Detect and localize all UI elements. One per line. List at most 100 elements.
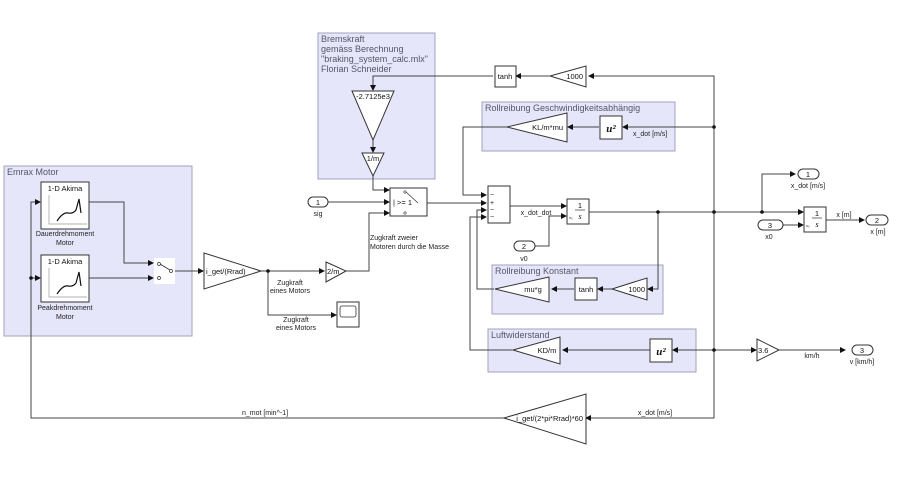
integrator-den: s xyxy=(578,212,581,221)
gain-value: i_get/(2*pi*Rrad)*60 xyxy=(516,414,583,423)
block-title: 1-D Akima xyxy=(48,257,83,266)
tanh-block-top[interactable]: tanh xyxy=(494,65,517,88)
gain-value: -2.7125e3 xyxy=(356,92,390,101)
square-block-2[interactable]: u² xyxy=(649,338,673,363)
area-title: Rollreibung Konstant xyxy=(495,266,579,276)
gain-value: i_get/(Rrad) xyxy=(206,267,246,276)
square-block-1[interactable]: u² xyxy=(599,115,623,140)
port-name: x0 xyxy=(765,234,773,241)
area-title-line4: Florian Schneider xyxy=(321,64,392,74)
area-title: Rollreibung Geschwindigkeitsabhängig xyxy=(485,103,640,113)
outport-x-dot[interactable]: 1 x_dot [m/s] xyxy=(791,168,825,190)
sum-block[interactable]: − + − − xyxy=(487,185,511,224)
block-label: u² xyxy=(606,123,616,135)
gain-value: 2/m xyxy=(327,267,340,276)
gain-1000-konstant[interactable]: 1000 xyxy=(610,277,648,301)
port-name: x_dot [m/s] xyxy=(791,183,825,190)
port-number: 2 xyxy=(875,216,879,225)
port-number: 3 xyxy=(860,346,864,355)
signal-label-zugkraft-zweier-a: Zugkraft zweier xyxy=(370,235,419,242)
gain-value: KD/m xyxy=(538,346,557,355)
integrator-num: 1 xyxy=(578,201,582,210)
block-label: tanh xyxy=(498,72,513,81)
sum-sign: − xyxy=(490,207,494,214)
area-title-line3: "braking_system_calc.mlx" xyxy=(321,54,428,64)
signal-label-xdot-bottom: x_dot [m/s] xyxy=(638,410,672,417)
curve-icon xyxy=(56,271,82,295)
port-number: 2 xyxy=(522,242,526,251)
outport-v-kmh[interactable]: 3 v [km/h] xyxy=(850,344,875,366)
integrator-ic: x₀ xyxy=(569,215,573,220)
block-label: tanh xyxy=(579,285,594,294)
curve-icon xyxy=(56,198,82,222)
gain-mu-g[interactable]: mu*g xyxy=(494,276,550,303)
junction-dots xyxy=(29,125,764,352)
area-title: Luftwiderstand xyxy=(491,330,550,340)
gain-value: 3.6 xyxy=(758,346,768,355)
manual-switch[interactable] xyxy=(154,258,175,284)
signal-label-xm: x [m] xyxy=(836,212,851,219)
gain-1-over-m[interactable]: 1/m xyxy=(361,152,385,178)
block-name-line1: Peakdrehmoment xyxy=(37,305,92,312)
integrator-2[interactable]: 1 s x₀ xyxy=(803,206,827,233)
gain-value: 1/m xyxy=(367,154,380,163)
port-name: x [m] xyxy=(870,229,885,236)
inport-x0[interactable]: 3 x0 xyxy=(757,219,784,241)
switch-block[interactable]: | >= 1 xyxy=(389,187,428,217)
gain-value: mu*g xyxy=(524,285,542,294)
switch-condition: | >= 1 xyxy=(393,198,412,207)
port-name: v0 xyxy=(520,256,528,263)
switch-lever-icon xyxy=(159,263,171,271)
gain-kl-m-mu[interactable]: KL/m*mu xyxy=(506,112,568,143)
scope-block[interactable] xyxy=(336,301,360,328)
signal-label-zugkraft-2a: Zugkraft xyxy=(283,317,309,324)
signal-label-kmh: km/h xyxy=(804,353,819,360)
gain-2-over-m[interactable]: 2/m xyxy=(325,261,348,283)
area-title-line2: gemäss Berechnung xyxy=(321,44,404,54)
gain-value: KL/m*mu xyxy=(532,123,563,132)
inport-sig[interactable]: 1 sig xyxy=(307,196,329,218)
signal-label-xdot-top: x_dot [m/s] xyxy=(633,131,667,138)
lookup-table-peakdrehmoment[interactable]: 1-D Akima Peakdrehmoment Motor xyxy=(37,254,93,321)
area-title: Emrax Motor xyxy=(7,167,59,177)
plot-axes-icon xyxy=(48,195,87,225)
gain-3-6[interactable]: 3.6 xyxy=(756,338,781,362)
port-number: 1 xyxy=(806,170,810,179)
gain-n-mot[interactable]: i_get/(2*pi*Rrad)*60 xyxy=(502,393,587,445)
signal-label-zugkraft-1b: eines Motors xyxy=(270,288,311,295)
tanh-block-konstant[interactable]: tanh xyxy=(574,277,598,301)
port-name: v [km/h] xyxy=(850,359,875,366)
gain-brake[interactable]: -2.7125e3 xyxy=(351,90,395,142)
outport-x[interactable]: 2 x [m] xyxy=(865,214,889,236)
integrator-den: s xyxy=(815,220,818,229)
gain-iget-rrad[interactable]: i_get/(Rrad) xyxy=(203,252,263,290)
area-emrax-motor[interactable]: Emrax Motor xyxy=(3,165,193,337)
block-name-line2: Motor xyxy=(56,314,75,321)
gain-value: 1000 xyxy=(566,72,583,81)
signal-lines xyxy=(30,73,865,421)
port-number: 3 xyxy=(768,221,772,230)
signal-label-zugkraft-2b: eines Motors xyxy=(276,325,317,332)
block-label: u² xyxy=(656,346,666,358)
gain-value: 1000 xyxy=(628,285,645,294)
area-title-line1: Bremskraft xyxy=(321,34,365,44)
integrator-1[interactable]: 1 s x₀ xyxy=(566,198,590,225)
block-name-line2: Motor xyxy=(56,240,75,247)
block-name-line1: Dauerdrehmoment xyxy=(36,231,94,238)
signal-label-x-dot-dot: x_dot_dot xyxy=(521,210,552,217)
sum-sign: − xyxy=(490,192,494,199)
lookup-table-dauerdrehmoment[interactable]: 1-D Akima Dauerdrehmoment Motor xyxy=(36,181,94,247)
signal-label-zugkraft-zweier-b: Motoren durch die Masse xyxy=(370,244,449,251)
block-title: 1-D Akima xyxy=(48,184,83,193)
inport-v0[interactable]: 2 v0 xyxy=(513,240,536,263)
port-name: sig xyxy=(314,211,323,218)
port-number: 1 xyxy=(316,198,320,207)
integrator-num: 1 xyxy=(815,209,819,218)
integrator-ic: x₀ xyxy=(806,223,810,228)
scope-screen-icon xyxy=(339,305,357,318)
sum-sign: + xyxy=(490,200,494,207)
plot-axes-icon xyxy=(48,268,87,298)
gain-kd-m[interactable]: KD/m xyxy=(511,336,561,365)
gain-1000-top[interactable]: 1000 xyxy=(548,65,587,88)
